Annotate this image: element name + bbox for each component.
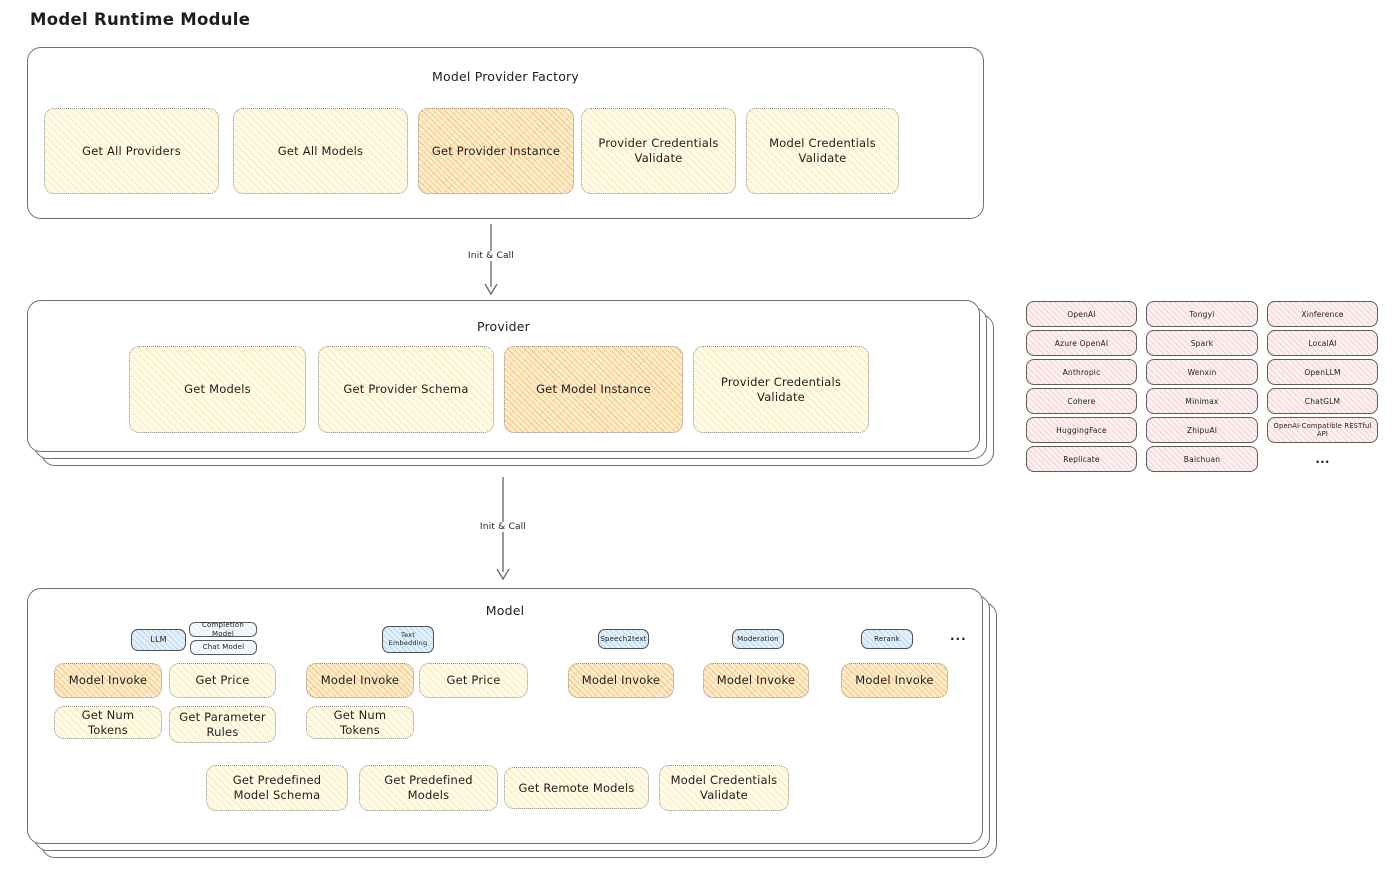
provider-chip: LocalAI xyxy=(1267,330,1378,356)
provider-chip: Replicate xyxy=(1026,446,1137,472)
get-predefined-model-schema-box: Get Predefined Model Schema xyxy=(206,765,348,811)
provider-chip: Azure OpenAI xyxy=(1026,330,1137,356)
provider-grid-ellipsis: ... xyxy=(1315,452,1330,466)
get-models-box: Get Models xyxy=(129,346,306,433)
provider-chip: Wenxin xyxy=(1146,359,1258,385)
speech2text-tag: Speech2text xyxy=(598,629,649,649)
provider-chip: OpenAI xyxy=(1026,301,1137,327)
provider-chip: OpenLLM xyxy=(1267,359,1378,385)
model-invoke-llm-box: Model Invoke xyxy=(54,663,162,698)
get-all-models-box: Get All Models xyxy=(233,108,408,194)
get-num-tokens-llm-box: Get Num Tokens xyxy=(54,706,162,739)
provider-chip: Cohere xyxy=(1026,388,1137,414)
provider-chip: Anthropic xyxy=(1026,359,1137,385)
provider-chip: Xinference xyxy=(1267,301,1378,327)
get-model-instance-box: Get Model Instance xyxy=(504,346,683,433)
get-price-text-embedding-box: Get Price xyxy=(419,663,528,698)
provider-chip: Tongyi xyxy=(1146,301,1258,327)
model-box: Model LLM Completion Model Chat Model Te… xyxy=(27,588,983,844)
provider-chip: Minimax xyxy=(1146,388,1258,414)
text-embedding-tag: Text Embedding xyxy=(382,626,434,653)
model-title: Model xyxy=(485,603,525,618)
chat-model-tag: Chat Model xyxy=(190,640,257,655)
provider-chip: Spark xyxy=(1146,330,1258,356)
provider-chip: ChatGLM xyxy=(1267,388,1378,414)
model-credentials-validate-model-box: Model Credentials Validate xyxy=(659,765,789,811)
moderation-tag: Moderation xyxy=(732,629,784,649)
provider-chip: HuggingFace xyxy=(1026,417,1137,443)
get-price-llm-box: Get Price xyxy=(169,663,276,698)
model-invoke-rerank-box: Model Invoke xyxy=(841,663,948,698)
get-provider-schema-box: Get Provider Schema xyxy=(318,346,494,433)
get-remote-models-box: Get Remote Models xyxy=(504,767,649,809)
provider-chip: Baichuan xyxy=(1146,446,1258,472)
model-provider-factory-title: Model Provider Factory xyxy=(431,69,579,84)
more-model-types-ellipsis: ... xyxy=(950,629,967,643)
provider-credentials-validate-factory-box: Provider Credentials Validate xyxy=(581,108,736,194)
model-invoke-speech2text-box: Model Invoke xyxy=(568,663,674,698)
get-all-providers-box: Get All Providers xyxy=(44,108,219,194)
get-provider-instance-box: Get Provider Instance xyxy=(418,108,574,194)
model-invoke-text-embedding-box: Model Invoke xyxy=(306,663,414,698)
get-num-tokens-text-embedding-box: Get Num Tokens xyxy=(306,706,414,739)
llm-tag: LLM xyxy=(131,629,186,651)
model-credentials-validate-factory-box: Model Credentials Validate xyxy=(746,108,899,194)
provider-box: Provider Get Models Get Provider Schema … xyxy=(27,300,980,452)
provider-chip: OpenAI-Compatible RESTful API xyxy=(1267,417,1378,443)
provider-chip: ZhipuAI xyxy=(1146,417,1258,443)
rerank-tag: Rerank xyxy=(861,629,913,649)
provider-name-grid: OpenAI Tongyi Xinference Azure OpenAI Sp… xyxy=(1026,301,1378,472)
page-title: Model Runtime Module xyxy=(30,10,251,29)
provider-title: Provider xyxy=(476,319,531,334)
provider-credentials-validate-provider-box: Provider Credentials Validate xyxy=(693,346,869,433)
model-provider-factory-box: Model Provider Factory Get All Providers… xyxy=(27,47,984,219)
init-call-label-2: Init & Call xyxy=(476,522,530,532)
get-predefined-models-box: Get Predefined Models xyxy=(359,765,498,811)
get-parameter-rules-box: Get Parameter Rules xyxy=(169,706,276,743)
model-invoke-moderation-box: Model Invoke xyxy=(703,663,809,698)
init-call-label-1: Init & Call xyxy=(464,251,518,261)
completion-model-tag: Completion Model xyxy=(189,621,257,638)
